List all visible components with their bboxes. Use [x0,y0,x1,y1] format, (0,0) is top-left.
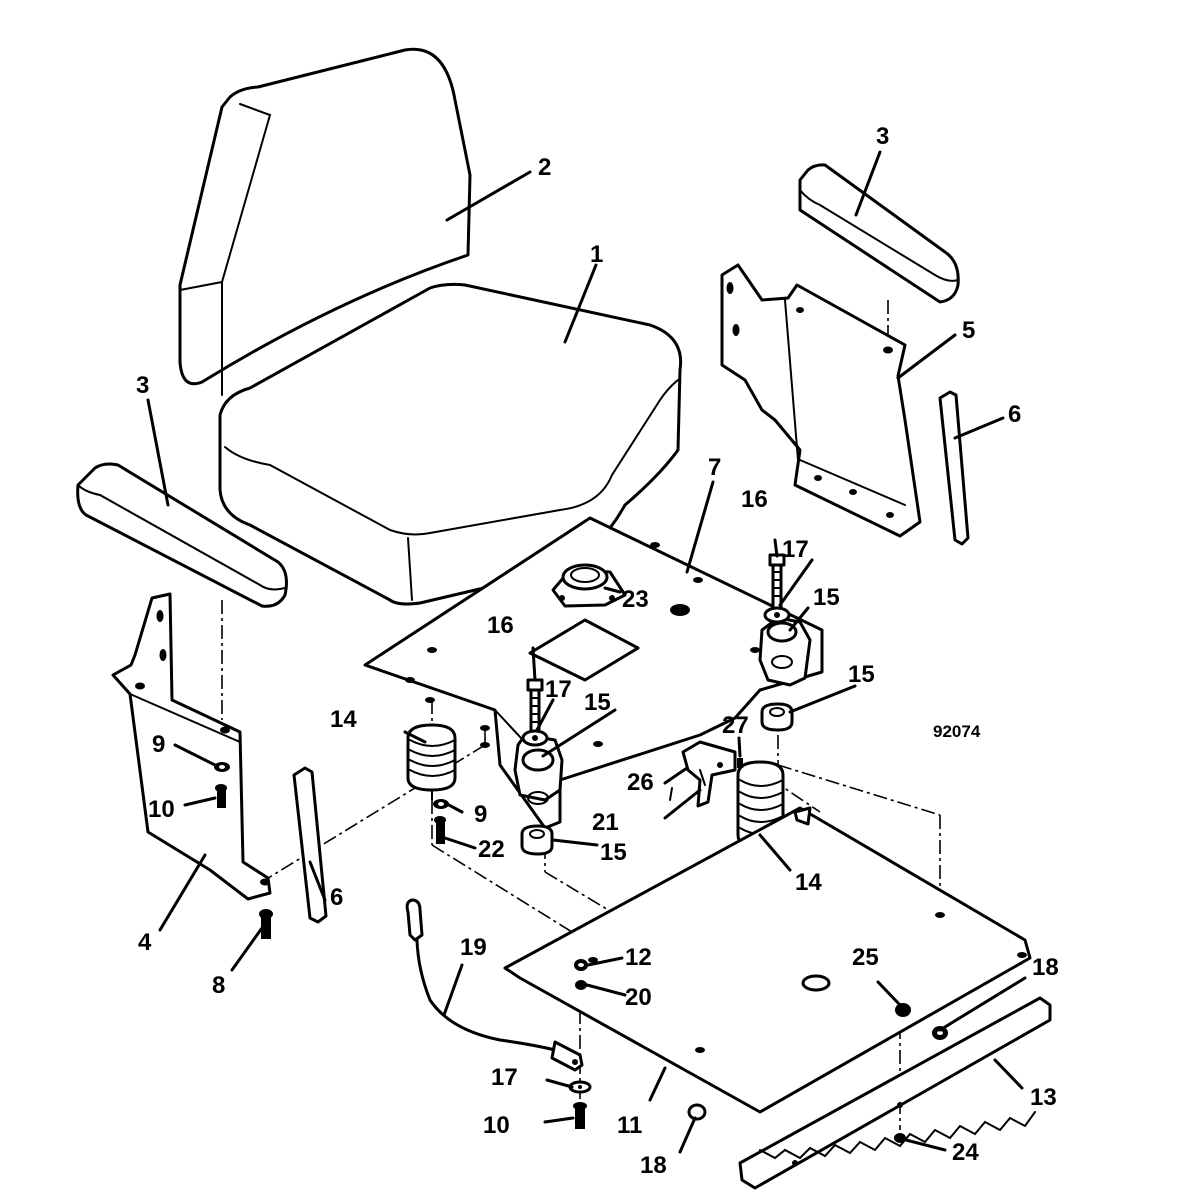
callout-15: 15 [584,689,611,716]
callout-2: 2 [538,154,551,181]
callout-15: 15 [600,839,627,866]
seat-back [178,47,472,396]
callout-27: 27 [722,712,749,739]
nut-18-right [932,1026,948,1040]
seat-slide-rail [738,996,1052,1190]
callout-labels: 1 2 3 3 4 5 6 6 7 8 9 9 10 10 11 12 13 1… [136,123,1059,1179]
callout-17: 17 [545,676,572,703]
callout-12: 12 [625,944,652,971]
callout-15: 15 [813,584,840,611]
callout-16: 16 [487,612,514,639]
seat-cushion [218,282,683,606]
screw-8 [259,909,273,939]
seat-base-plate [363,516,824,830]
callout-10: 10 [483,1112,510,1139]
nut-12 [574,959,588,971]
nut-25 [895,1003,911,1017]
rubber-strip-left [292,766,328,924]
callout-14: 14 [795,869,822,896]
seat-plate [503,806,1032,1114]
leader-lines [146,150,1027,1154]
bushing-left [520,824,554,856]
callout-3: 3 [136,372,149,399]
callout-23: 23 [622,586,649,613]
callout-24: 24 [952,1139,979,1166]
callout-21: 21 [592,809,619,836]
screw-10-bottom [573,1102,587,1129]
swivel-bearing [551,563,627,608]
callout-16: 16 [741,486,768,513]
callout-10: 10 [148,796,175,823]
screw-10-left [215,784,227,808]
callout-20: 20 [625,984,652,1011]
callout-11: 11 [617,1112,642,1139]
latch-clip [669,740,743,808]
callout-9: 9 [152,731,165,758]
armrest-pad-left [76,462,288,608]
ground-wire [405,898,584,1072]
callout-25: 25 [852,944,879,971]
spring-left [406,723,457,801]
callout-4: 4 [138,929,152,956]
callout-3: 3 [876,123,889,150]
callout-15: 15 [848,661,875,688]
callout-14: 14 [330,706,357,733]
screw-22 [434,816,446,844]
callout-8: 8 [212,972,225,999]
callout-22: 22 [478,836,505,863]
right-mount-assembly [758,553,812,687]
callout-18: 18 [640,1152,667,1179]
rubber-strip-right [938,390,970,546]
callout-9: 9 [474,801,487,828]
diagram-code: 92074 [933,722,981,741]
callout-5: 5 [962,317,975,344]
armrest-pad-right [798,163,960,304]
screw-24 [894,1133,906,1143]
armrest-bracket-right [720,263,922,538]
washer-9-center [433,799,449,809]
bushing-right [760,702,794,732]
armrest-bracket-left [111,592,272,901]
nut-18-bottom [687,1103,707,1121]
callout-1: 1 [590,241,603,268]
callout-18: 18 [1032,954,1059,981]
callout-13: 13 [1030,1084,1057,1111]
callout-17: 17 [782,536,809,563]
callout-19: 19 [460,934,487,961]
callout-7: 7 [708,454,721,481]
callout-6: 6 [1008,401,1021,428]
callout-17: 17 [491,1064,518,1091]
callout-6: 6 [330,884,343,911]
callout-26: 26 [627,769,654,796]
washer-20 [575,980,587,990]
washer-9-left [214,762,230,772]
